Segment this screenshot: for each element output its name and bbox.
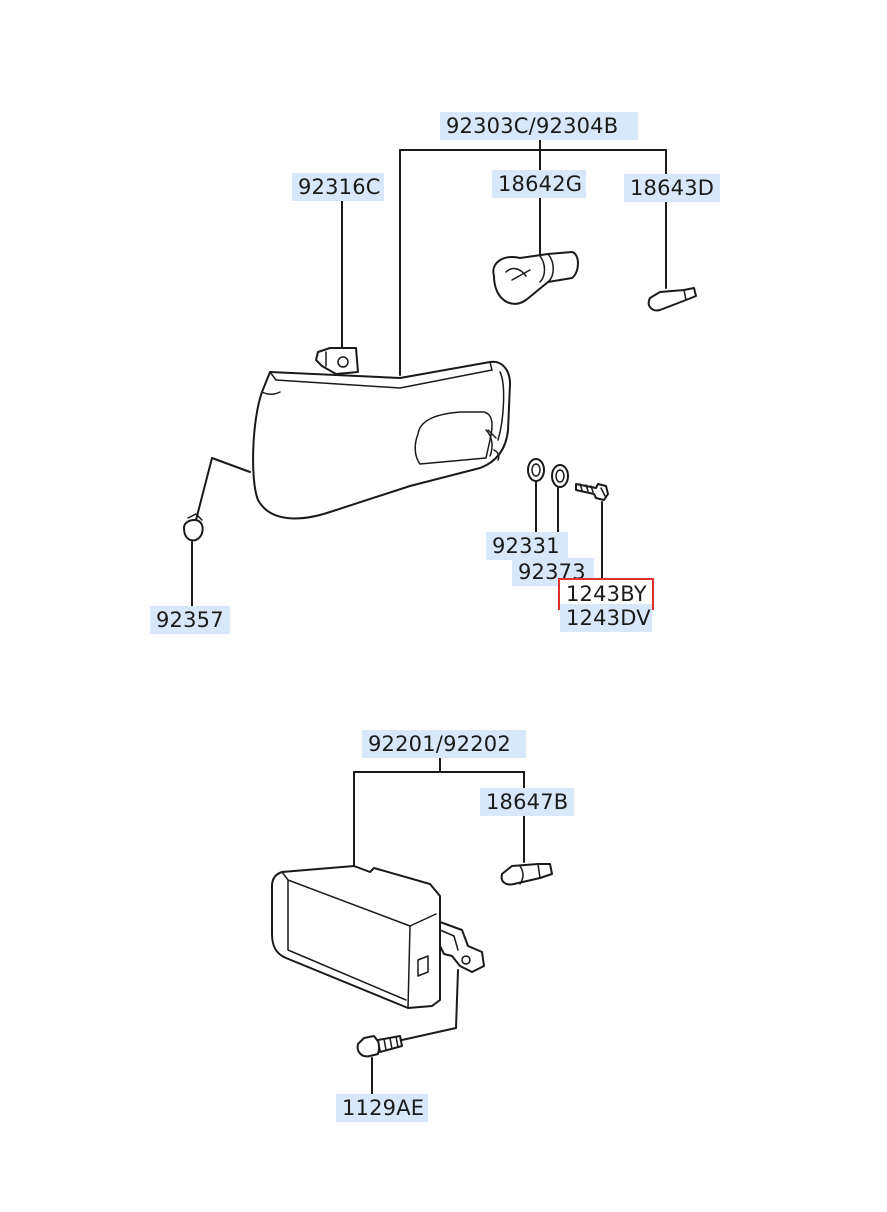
corner-lamp-assembly [183,136,697,607]
screw-1243BY [575,483,609,501]
bulb-18642G [492,251,579,305]
part-label-92316C[interactable]: 92316C [292,173,384,201]
part-label-92201-92202[interactable]: 92201/92202 [362,730,526,758]
washer-92331 [527,458,545,482]
part-label-18647B[interactable]: 18647B [480,788,574,816]
part-label-18642G[interactable]: 18642G [492,170,586,198]
lamp-housing [252,360,511,520]
part-label-1243BY[interactable]: 1243BY [558,578,654,610]
bolt-1129AE [356,1035,403,1058]
part-label-92303C-92304B[interactable]: 92303C/92304B [440,112,638,140]
part-label-18643D[interactable]: 18643D [624,174,720,202]
bulb-18647B [500,863,553,886]
lower-lamp-body [271,865,485,1009]
bulb-18643D [647,287,697,312]
part-label-92331[interactable]: 92331 [486,532,568,560]
part-label-1243DV[interactable]: 1243DV [560,604,652,632]
lower-lamp-assembly [271,756,553,1095]
rivet-92357 [183,513,204,542]
clip-92316C [315,347,359,375]
part-label-1129AE[interactable]: 1129AE [336,1094,428,1122]
washer-92373 [551,464,569,488]
part-label-92357[interactable]: 92357 [150,606,230,634]
